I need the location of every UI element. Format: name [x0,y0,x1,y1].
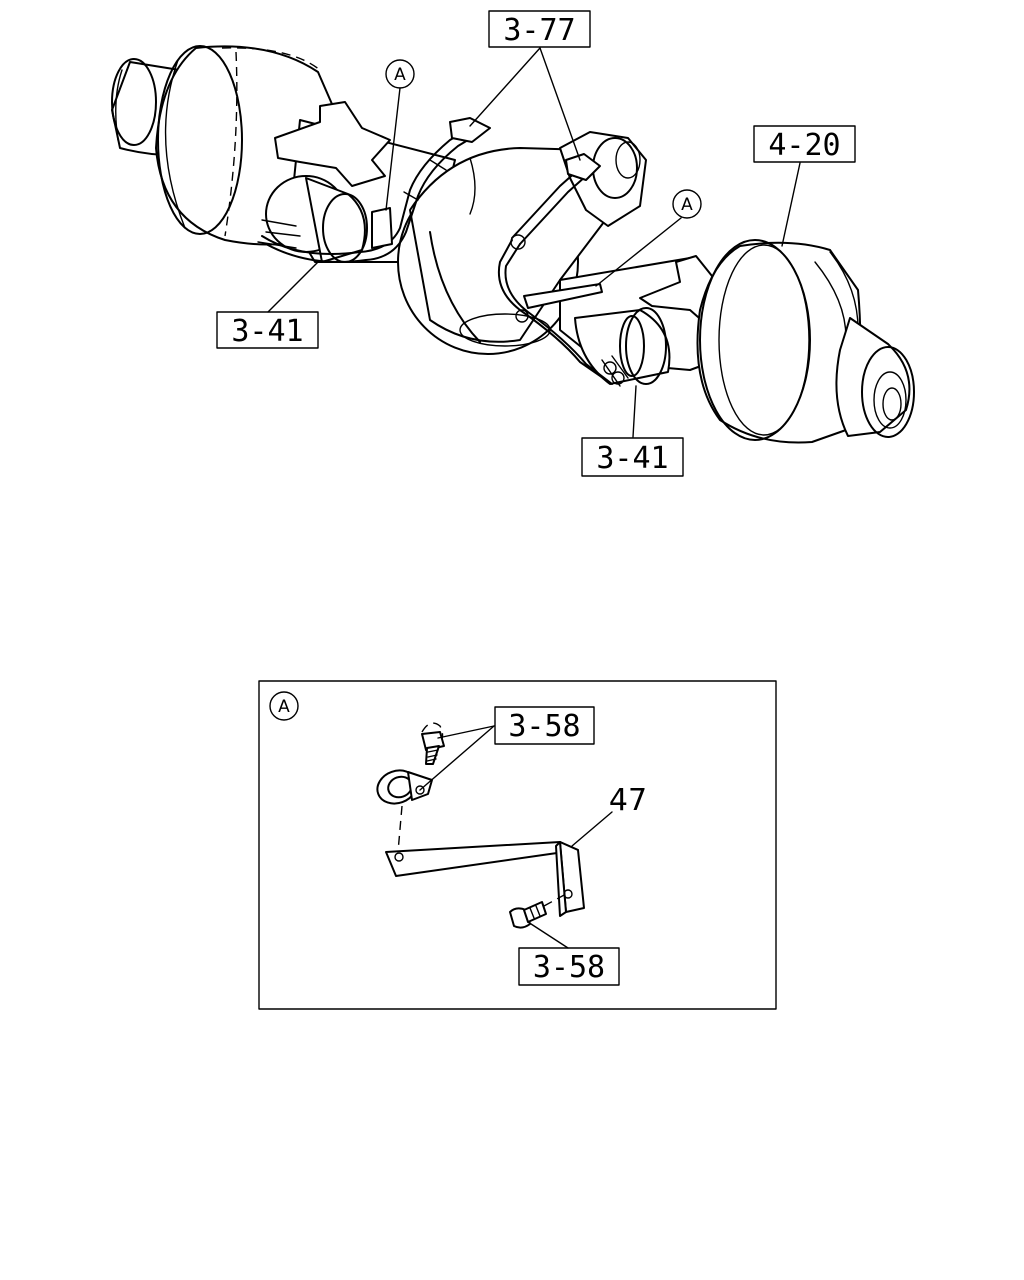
callout-a-right: A [672,189,702,219]
callout-a-right-text: A [681,195,693,215]
leader-lines [267,47,801,438]
detail-a-panel: A [258,680,777,1010]
left-brake-chamber [257,175,368,263]
ref-label-3-41-left: 3-41 [231,314,303,349]
ref-label-3-41-right: 3-41 [596,441,668,476]
bolt-bottom-icon [509,893,567,929]
rear-axle-assembly [111,45,915,444]
ref-box-3-58-top: 3-58 [494,706,595,745]
callout-a-left: A [385,59,415,89]
bolt-top-icon [421,722,445,765]
ref-label-3-77: 3-77 [503,13,575,48]
ref-box-3-58-bottom: 3-58 [518,947,620,986]
ref-label-3-58-bottom: 3-58 [533,950,605,985]
bracket-47-icon [385,841,585,917]
wiring-harness-left [261,117,491,263]
ref-box-3-77: 3-77 [488,10,591,48]
ref-box-4-20: 4-20 [753,125,856,163]
ref-label-3-58-top: 3-58 [508,709,580,744]
ref-box-3-41-left: 3-41 [216,311,319,349]
wiring-harness-right [498,153,613,385]
callout-a-left-text: A [394,65,406,85]
ref-box-3-41-right: 3-41 [581,437,684,477]
right-brake-drum [696,239,862,444]
ref-label-4-20: 4-20 [768,128,840,163]
callout-a-detail: A [269,691,299,721]
right-hub-shaft [835,317,915,438]
harness-clip-icon [376,769,433,805]
callout-a-detail-text: A [278,697,290,717]
part-number-47: 47 [609,783,647,818]
right-brake-chamber [574,307,671,387]
